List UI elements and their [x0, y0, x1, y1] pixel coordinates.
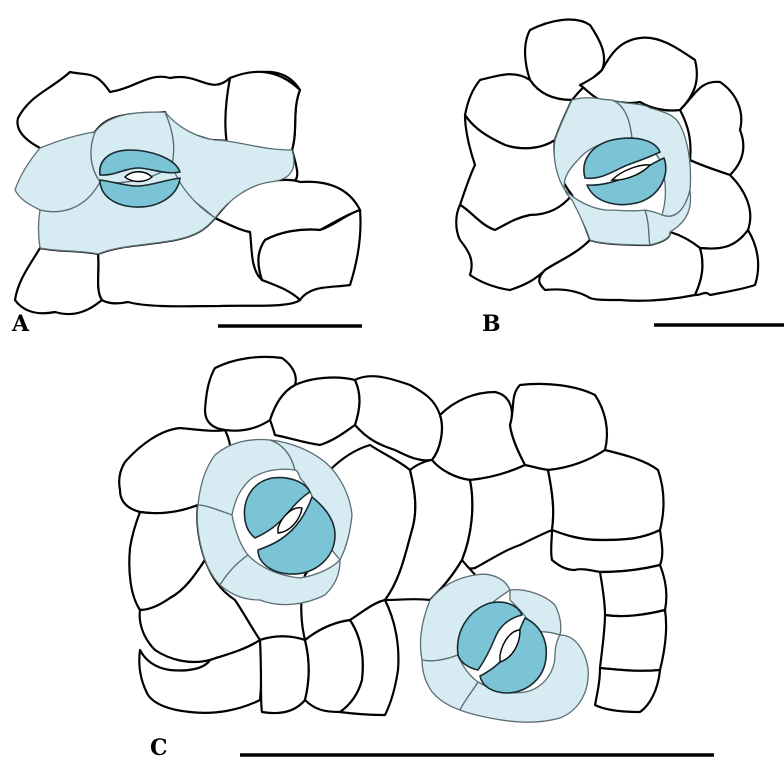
panel-label-c: C: [150, 735, 168, 761]
panel-b: [456, 20, 758, 301]
stomatal-pore: [125, 172, 152, 182]
panel-label-a: A: [11, 311, 30, 337]
epidermal-cell: [600, 610, 666, 671]
epidermal-cell: [15, 248, 102, 314]
panel-c: [119, 357, 666, 722]
epidermal-cell: [600, 565, 666, 616]
panel-label-b: B: [482, 311, 501, 337]
epidermal-cell: [462, 465, 553, 568]
epidermal-cell: [260, 636, 309, 713]
epidermal-cell: [432, 392, 525, 480]
epidermal-cell: [595, 668, 660, 712]
stoma: [584, 138, 666, 205]
panel-a: [15, 72, 361, 314]
